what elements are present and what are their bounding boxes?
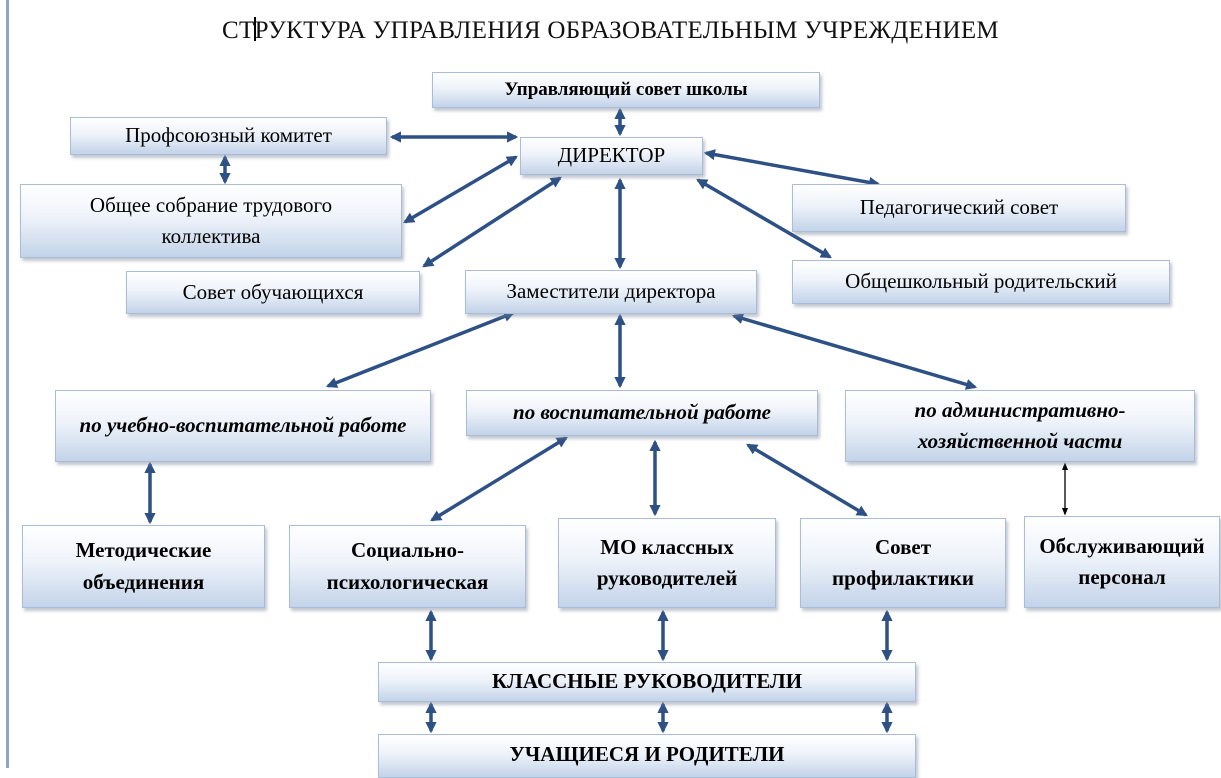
box-methodical: Методические объединения [22,525,265,608]
box-parents-council: Общешкольный родительский [792,260,1170,304]
box-label: Методические объединения [75,538,212,594]
title-part: СТ [222,17,255,44]
box-mo-class-teachers: МО классных руководителей [558,518,776,608]
box-pedagogical-council: Педагогический совет [792,184,1126,232]
box-general-meeting: Общее собрание трудового коллектива [20,184,402,258]
diagram-title: СТРУКТУРА УПРАВЛЕНИЯ ОБРАЗОВАТЕЛЬНЫМ УЧР… [0,17,1221,45]
box-label: Совет обучающихся [182,279,364,304]
box-students-council: Совет обучающихся [126,271,420,314]
box-deputy-directors: Заместители директора [465,270,757,314]
box-label: Заместители директора [506,279,716,304]
box-label: УЧАЩИЕСЯ И РОДИТЕЛИ [509,742,785,766]
box-label: Социально-психологическая [326,538,489,594]
box-label: Педагогический совет [859,195,1059,220]
box-label: Общешкольный родительский [845,269,1117,294]
box-school-council: Управляющий совет школы [432,72,820,108]
box-label: Профсоюзный комитет [125,123,332,148]
box-label: КЛАССНЫЕ РУКОВОДИТЕЛИ [491,669,803,694]
box-deputy-upbringing: по воспитательной работе [466,390,818,436]
document-margin-line [6,0,9,768]
box-label: Общее собрание трудового коллектива [89,192,333,249]
text-cursor [253,17,256,41]
box-service-staff: Обслуживающий персонал [1024,516,1220,608]
title-part: РУКТУРА УПРАВЛЕНИЯ ОБРАЗОВАТЕЛЬНЫМ УЧРЕЖ… [254,17,999,44]
box-label: Обслуживающий персонал [1039,533,1205,590]
box-label: по административно-хозяйственной части [914,397,1126,454]
box-label: Управляющий совет школы [504,78,748,100]
box-social-psych: Социально-психологическая [289,525,526,608]
box-class-teachers: КЛАССНЫЕ РУКОВОДИТЕЛИ [378,662,916,702]
box-label: по учебно-воспитательной работе [79,413,407,438]
box-deputy-admin: по административно-хозяйственной части [845,390,1195,462]
box-deputy-study: по учебно-воспитательной работе [55,390,431,462]
box-trade-union: Профсоюзный комитет [70,117,387,155]
box-label: по воспитательной работе [513,400,771,425]
box-prevention-council: Совет профилактики [800,518,1006,608]
box-label: ДИРЕКТОР [557,143,666,168]
box-director: ДИРЕКТОР [520,137,703,175]
box-label: МО классных руководителей [596,534,738,591]
box-label: Совет профилактики [832,534,974,591]
box-students-parents: УЧАЩИЕСЯ И РОДИТЕЛИ [378,734,916,778]
